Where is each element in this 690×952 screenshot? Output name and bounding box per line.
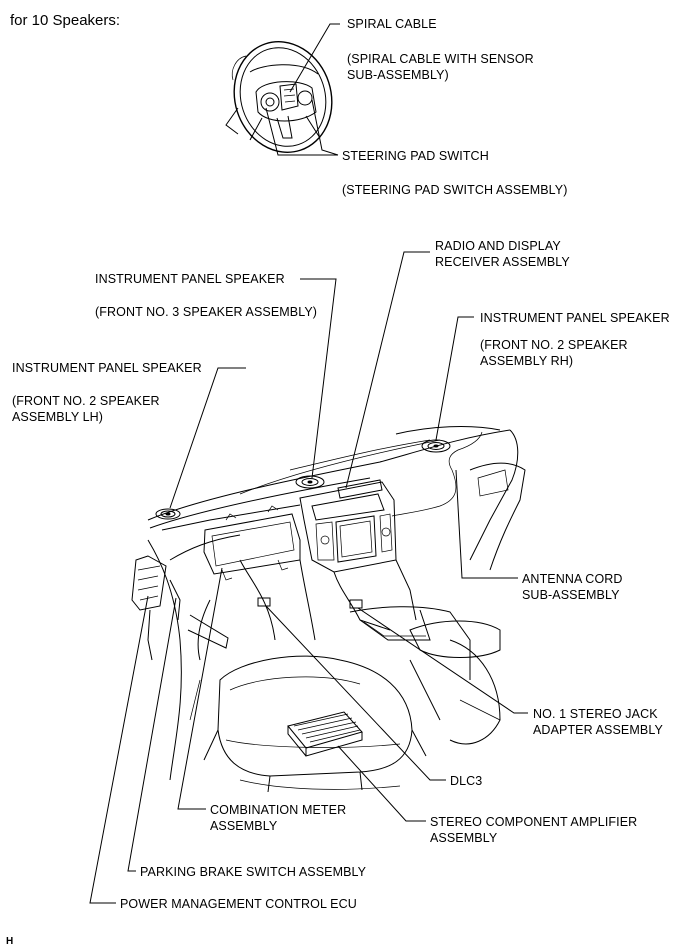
label-power-management-ecu: POWER MANAGEMENT CONTROL ECU (120, 897, 357, 911)
label-radio-1: RADIO AND DISPLAY (435, 239, 561, 253)
label-combination-meter-1: COMBINATION METER (210, 803, 347, 817)
speaker-rh-icon (421, 439, 451, 453)
label-ip-speaker-rh-sub-2: ASSEMBLY RH) (480, 354, 574, 368)
label-steering-pad-switch-sub: (STEERING PAD SWITCH ASSEMBLY) (342, 183, 568, 197)
label-antenna-2: SUB-ASSEMBLY (522, 588, 620, 602)
steering-wheel-illustration (225, 41, 333, 153)
diagram-header: for 10 Speakers: (10, 12, 121, 29)
label-spiral-cable-sub-1: (SPIRAL CABLE WITH SENSOR (347, 52, 534, 66)
label-ip-speaker-center: INSTRUMENT PANEL SPEAKER (95, 272, 285, 286)
label-steering-pad-switch: STEERING PAD SWITCH (342, 149, 489, 163)
label-ip-speaker-rh-sub-1: (FRONT NO. 2 SPEAKER (480, 338, 628, 352)
label-combination-meter-2: ASSEMBLY (210, 819, 278, 833)
leader-lines (89, 251, 528, 904)
label-amplifier-2: ASSEMBLY (430, 831, 498, 845)
label-ip-speaker-lh: INSTRUMENT PANEL SPEAKER (12, 361, 202, 375)
label-ip-speaker-lh-sub-2: ASSEMBLY LH) (12, 410, 104, 424)
leader-spiral-cable (289, 23, 340, 93)
label-spiral-cable-sub-2: SUB-ASSEMBLY) (347, 68, 449, 82)
label-stereo-jack-1: NO. 1 STEREO JACK (533, 707, 658, 721)
label-ip-speaker-center-sub: (FRONT NO. 3 SPEAKER ASSEMBLY) (95, 305, 318, 319)
label-stereo-jack-2: ADAPTER ASSEMBLY (533, 723, 663, 737)
speaker-center-icon (295, 475, 325, 489)
label-dlc3: DLC3 (450, 774, 483, 788)
antenna-cord-illustration (391, 431, 483, 517)
label-parking-brake-switch: PARKING BRAKE SWITCH ASSEMBLY (140, 865, 367, 879)
dashboard-illustration (131, 426, 526, 793)
leader-steering-pad-switch (265, 99, 339, 156)
label-ip-speaker-rh: INSTRUMENT PANEL SPEAKER (480, 311, 670, 325)
label-ip-speaker-lh-sub-1: (FRONT NO. 2 SPEAKER (12, 394, 160, 408)
footer-code: H (6, 936, 14, 947)
label-radio-2: RECEIVER ASSEMBLY (435, 255, 570, 269)
label-amplifier-1: STEREO COMPONENT AMPLIFIER (430, 815, 638, 829)
label-spiral-cable: SPIRAL CABLE (347, 17, 437, 31)
speaker-lh-icon (155, 508, 181, 520)
label-antenna-1: ANTENNA CORD (522, 572, 623, 586)
